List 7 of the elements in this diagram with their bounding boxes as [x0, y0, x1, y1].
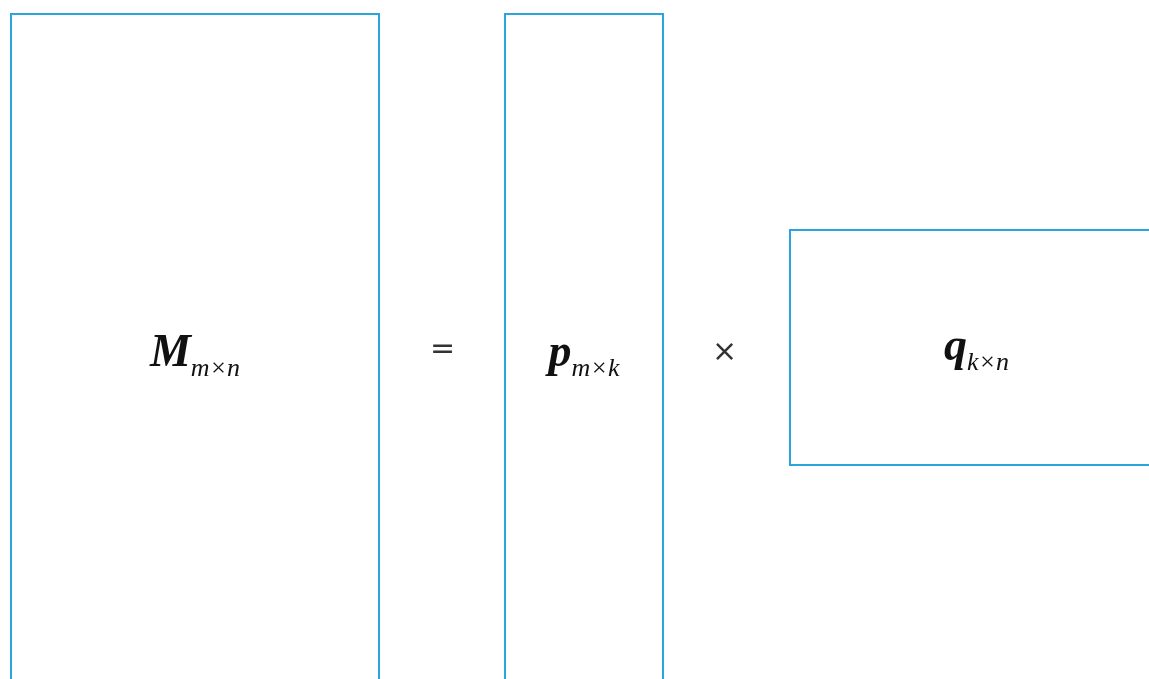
matrix-symbol: q$_{k×n}$: [943, 318, 1010, 377]
operator-sign: ×: [712, 333, 738, 368]
matrix-box: [789, 229, 1149, 466]
operator-sign: =: [430, 330, 456, 365]
matrix-box: [10, 13, 380, 679]
matrix-box: [504, 13, 664, 679]
matrix-symbol: M$_{m×n}$: [149, 323, 241, 383]
